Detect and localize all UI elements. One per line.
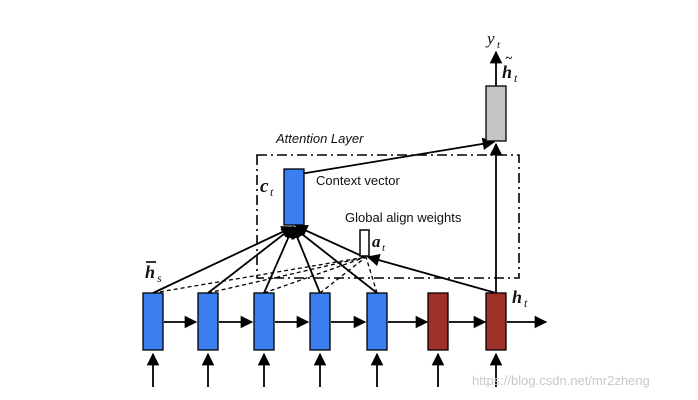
encoder-cells [142,292,388,351]
output-hidden-box [485,85,507,142]
yt-label: y t [485,29,501,51]
svg-text:a: a [372,232,381,251]
score-dashed-lines [152,256,378,294]
context-vector-label: Context vector [316,173,400,188]
encoder-cell [142,292,164,351]
svg-text:c: c [260,176,269,197]
ht-label: h t [512,287,528,310]
svg-text:s: s [157,271,162,285]
svg-text:t: t [524,296,528,310]
svg-text:t: t [514,71,518,85]
encoder-cell [366,292,388,351]
watermark-text: https://blog.csdn.net/mr2zheng [472,373,650,388]
decoder-cells [427,292,507,351]
context-arrows [152,224,378,294]
decoder-cell [427,292,449,351]
global-align-weights-label: Global align weights [345,210,462,225]
htilde-label: ~ h t [502,50,518,85]
svg-text:t: t [270,185,274,199]
context-to-output-arrow [293,137,496,176]
attention-layer-label: Attention Layer [275,131,364,146]
svg-text:h: h [502,62,512,82]
svg-text:~: ~ [505,50,513,65]
at-label: a t [372,232,386,254]
input-arrows [146,352,503,387]
decoder-cell [485,292,507,351]
svg-text:t: t [497,39,501,51]
svg-text:y: y [485,29,495,48]
svg-text:h: h [145,262,155,282]
hs-label: h s [145,261,162,285]
svg-text:t: t [382,242,386,254]
context-vector-box [283,168,305,226]
ct-label: c t [260,176,274,199]
svg-text:h: h [512,287,522,307]
attention-layer-box [256,154,520,279]
encoder-cell [253,292,275,351]
align-weights-box [359,229,370,257]
encoder-cell [309,292,331,351]
encoder-cell [197,292,219,351]
ht-to-align-arrow [366,254,497,294]
